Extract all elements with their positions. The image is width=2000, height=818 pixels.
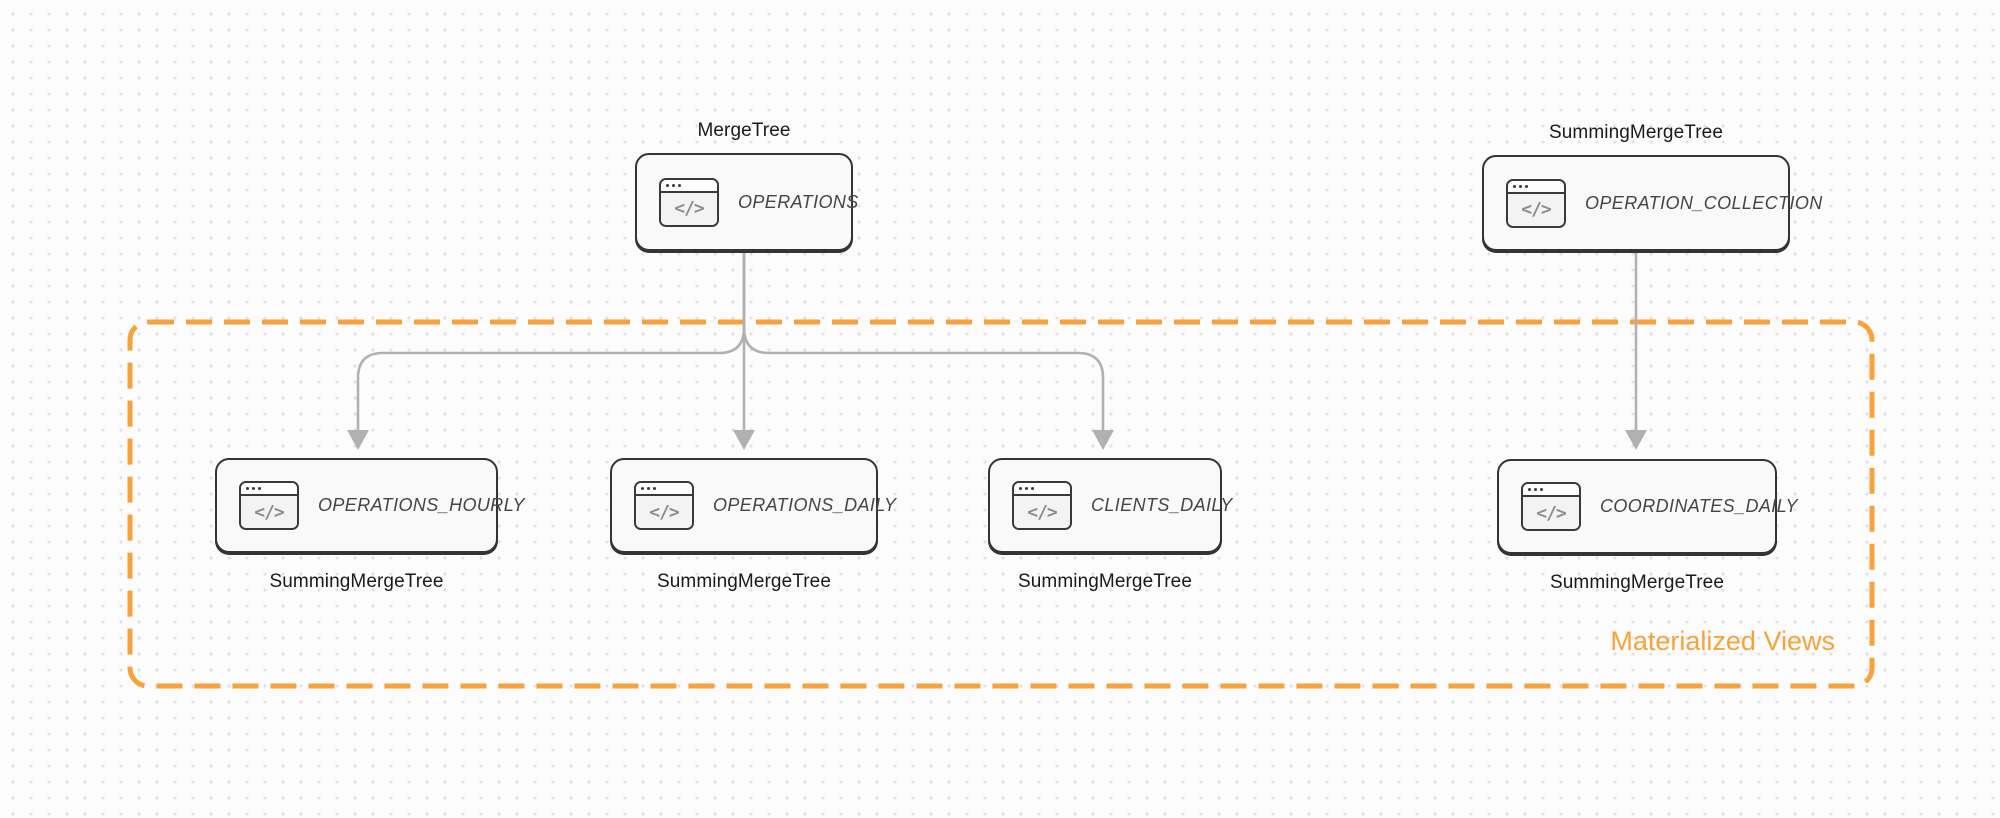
code-window-icon: </>	[659, 177, 719, 227]
arrowhead-daily	[733, 430, 755, 450]
code-window-icon: </>	[1521, 482, 1581, 531]
node-clients-daily[interactable]: SummingMergeTree </> CLIENTS_DAILY	[988, 458, 1232, 592]
code-window-icon: </>	[1012, 481, 1072, 530]
engine-label-summingmergetree: SummingMergeTree	[1549, 572, 1725, 593]
node-operations[interactable]: MergeTree </> OPERATIONS	[635, 120, 858, 251]
node-coordinates-daily[interactable]: SummingMergeTree </> COORDINATES_DAILY	[1497, 459, 1797, 593]
engine-label-summingmergetree: SummingMergeTree	[656, 571, 832, 592]
arrowhead-clients	[1092, 430, 1114, 450]
node-box-operation-collection[interactable]: </> OPERATION_COLLECTION	[1482, 155, 1822, 251]
engine-label-mergetree: MergeTree	[697, 120, 791, 141]
engine-label-summingmergetree: SummingMergeTree	[269, 571, 444, 592]
node-title: CLIENTS_DAILY	[1091, 495, 1233, 515]
node-title: OPERATIONS_DAILY	[713, 495, 897, 515]
node-title: COORDINATES_DAILY	[1600, 496, 1798, 516]
materialized-views-label: Materialized Views	[1610, 626, 1835, 656]
node-box-clients-daily[interactable]: </> CLIENTS_DAILY	[988, 458, 1232, 553]
node-operations-hourly[interactable]: SummingMergeTree </> OPERATIONS_HOURLY	[215, 458, 524, 592]
node-operation-collection[interactable]: SummingMergeTree </> OPERATION_COLLECTIO…	[1482, 122, 1822, 251]
node-operations-daily[interactable]: SummingMergeTree </> OPERATIONS_DAILY	[610, 458, 896, 592]
node-box-operations-hourly[interactable]: </> OPERATIONS_HOURLY	[215, 458, 524, 553]
node-title: OPERATIONS_HOURLY	[318, 495, 525, 515]
connector-operations-to-hourly	[356, 249, 746, 433]
node-title: OPERATIONS	[738, 191, 859, 212]
node-title: OPERATION_COLLECTION	[1585, 192, 1823, 213]
arrowhead-hourly	[347, 430, 369, 450]
code-window-icon: </>	[1506, 178, 1566, 228]
code-window-icon: </>	[239, 481, 299, 530]
arrowhead-coordinates	[1625, 430, 1647, 450]
node-box-coordinates-daily[interactable]: </> COORDINATES_DAILY	[1497, 459, 1797, 554]
engine-label-summingmergetree: SummingMergeTree	[1017, 571, 1193, 592]
connector-operations-to-clients	[742, 249, 1105, 433]
node-box-operations[interactable]: </> OPERATIONS	[635, 153, 858, 251]
engine-label-summingmergetree: SummingMergeTree	[1548, 122, 1724, 143]
code-window-icon: </>	[634, 481, 694, 530]
node-box-operations-daily[interactable]: </> OPERATIONS_DAILY	[610, 458, 896, 553]
